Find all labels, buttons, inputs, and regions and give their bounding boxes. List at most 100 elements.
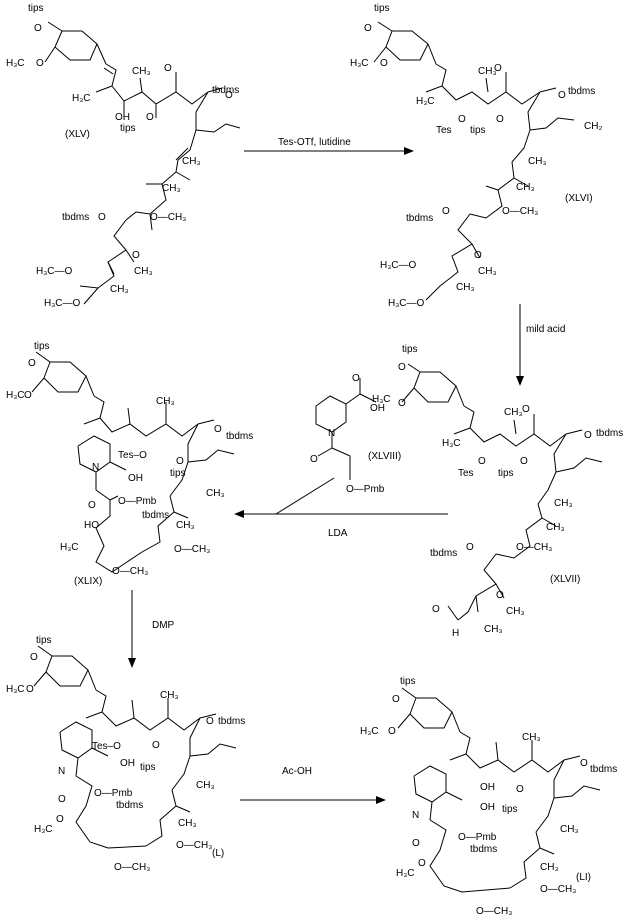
xlix-o-tbdms: O — [214, 424, 222, 435]
xlvi-o-ch3-1: O—CH₃ — [502, 206, 538, 217]
xlvi-o-6: O — [474, 250, 482, 261]
li-n: N — [412, 810, 419, 821]
l-tips-2: tips — [140, 762, 156, 773]
xlvi-tbdms-1: tbdms — [568, 86, 595, 97]
compound-li: tips O H₃C O CH₃ OH O tips O tbdms CH₃ C… — [360, 676, 617, 917]
arrow-step-4: DMP — [128, 590, 175, 668]
l-ch3-mid: CH₃ — [196, 780, 215, 791]
li-ch3-low: CH₃ — [540, 862, 559, 873]
li-o-ch3: O—CH₃ — [540, 884, 576, 895]
l-ch3-top: CH₃ — [160, 690, 179, 701]
xlv-o-5: O — [98, 212, 106, 223]
xlvi-ch3-top: CH₃ — [478, 66, 497, 77]
l-o-ketone: O — [56, 814, 64, 825]
xlix-label: (XLIX) — [74, 576, 102, 587]
l-oh: OH — [120, 758, 135, 769]
li-o-carbonyl: O — [412, 838, 420, 849]
xlvi-o-2: O — [380, 58, 388, 69]
li-oh: OH — [480, 782, 495, 793]
li-h3c: H₃C — [396, 868, 415, 879]
xlvi-o-1: O — [364, 23, 372, 34]
xlv-ch3-top: CH₃ — [132, 66, 151, 77]
li-o-ch3-2: O—CH₃ — [476, 906, 512, 917]
xlix-tes-o: Tes–O — [118, 450, 147, 461]
xlvii-o-1: O — [398, 362, 406, 373]
l-o-1: O — [30, 652, 38, 663]
l-o-3: O — [152, 740, 160, 751]
xlvii-ch3-low: CH₃ — [546, 522, 565, 533]
xlvii-tbdms-1: tbdms — [596, 428, 623, 439]
xlv-h3c-vinyl: H₃C — [72, 93, 91, 104]
l-o-pmb: O—Pmb — [94, 788, 133, 799]
xlvii-h-aldehyde: H — [452, 628, 459, 639]
arrow-step-3: LDA — [234, 477, 448, 539]
xlvi-tbdms-2: tbdms — [406, 213, 433, 224]
xlix-ch3-low: CH₃ — [176, 520, 195, 531]
xlvii-o-tes: O — [478, 456, 486, 467]
xlix-oh: OH — [128, 473, 143, 484]
l-n: N — [58, 766, 65, 777]
li-o-1: O — [392, 694, 400, 705]
xlvi-ch3-mid: CH₃ — [528, 156, 547, 167]
xlviii-n: N — [328, 428, 335, 439]
compound-l: tips O H₃C O CH₃ Tes–O O tips O tbdms CH… — [6, 635, 245, 873]
l-tbdms-1: tbdms — [218, 716, 245, 727]
l-o-2: O — [26, 684, 34, 695]
reagent-step-3: LDA — [328, 528, 348, 539]
xlvii-tips-1: tips — [402, 344, 418, 355]
xlix-h3c-o: H₃C — [6, 390, 25, 401]
xlix-o-pmb: O—Pmb — [118, 496, 157, 507]
xlviii-o-pmb: O—Pmb — [346, 484, 385, 495]
xlv-ch3-ome: CH₃ — [134, 266, 153, 277]
li-ch3-mid: CH₃ — [560, 824, 579, 835]
li-o-pmb: O—Pmb — [458, 832, 497, 843]
xlvi-tes: Tes — [436, 125, 452, 136]
xlvii-o-3: O — [520, 456, 528, 467]
xlix-o-ch3: O—CH₃ — [174, 544, 210, 555]
xlviii-o: O — [352, 373, 360, 384]
xlvi-o-4: O — [494, 63, 502, 74]
xlix-o-ch3-2: O—CH₃ — [112, 566, 148, 577]
xlvii-o-6: O — [496, 590, 504, 601]
xlv-tips-2: tips — [120, 123, 136, 134]
arrow-step-5: Ac-OH — [240, 766, 386, 804]
xlv-h3c-o-2: H₃C—O — [36, 266, 73, 277]
xlv-o-4: O — [164, 63, 172, 74]
reagent-step-1: Tes-OTf, lutidine — [278, 137, 351, 148]
xlvii-h3c-o: H₃C — [372, 394, 391, 405]
xlix-ch3-top: CH₃ — [156, 396, 175, 407]
xlvii-o-4: O — [522, 404, 530, 415]
xlv-ch3-low: CH₃ — [162, 183, 181, 194]
xlvi-tips-1: tips — [374, 3, 390, 14]
li-tbdms-2: tbdms — [470, 844, 497, 855]
compound-xlviii: O OH N O (XLVIII) O—Pmb — [310, 373, 401, 495]
li-label: (LI) — [576, 872, 591, 883]
xlvi-ch3-end: CH₃ — [456, 282, 475, 293]
xlvi-h3c-o: H₃C — [350, 58, 369, 69]
xlix-tips-2: tips — [170, 468, 186, 479]
arrow-step-1: Tes-OTf, lutidine — [244, 137, 414, 155]
xlvi-h3c-vinyl: H₃C — [416, 96, 435, 107]
xlv-h3c-o: H₃C — [6, 58, 25, 69]
xlvi-ch3-ome: CH₃ — [478, 266, 497, 277]
xlix-ho: HO — [84, 520, 99, 531]
xlvi-tips-2: tips — [470, 125, 486, 136]
xlv-o-6: O — [132, 250, 140, 261]
xlix-o-3: O — [176, 456, 184, 467]
xlv-tbdms-2: tbdms — [62, 212, 89, 223]
reagent-step-5: Ac-OH — [282, 766, 312, 777]
xlv-ch3-end: CH₃ — [110, 284, 129, 295]
xlvii-ch3-end: CH₃ — [484, 624, 503, 635]
xlv-o-2: O — [36, 58, 44, 69]
xlvii-o-5: O — [466, 542, 474, 553]
xlix-tips-1: tips — [34, 341, 50, 352]
xlix-tbdms-1: tbdms — [226, 431, 253, 442]
li-tbdms-1: tbdms — [590, 764, 617, 775]
xlvi-o-tbdms: O — [558, 90, 566, 101]
xlvii-tips-2: tips — [498, 468, 514, 479]
l-o-ch3-2: O—CH₃ — [114, 862, 150, 873]
xlv-ch3-mid: CH₃ — [182, 156, 201, 167]
xlvi-ch2: CH₂ — [584, 121, 602, 132]
l-h3c: H₃C — [34, 824, 53, 835]
